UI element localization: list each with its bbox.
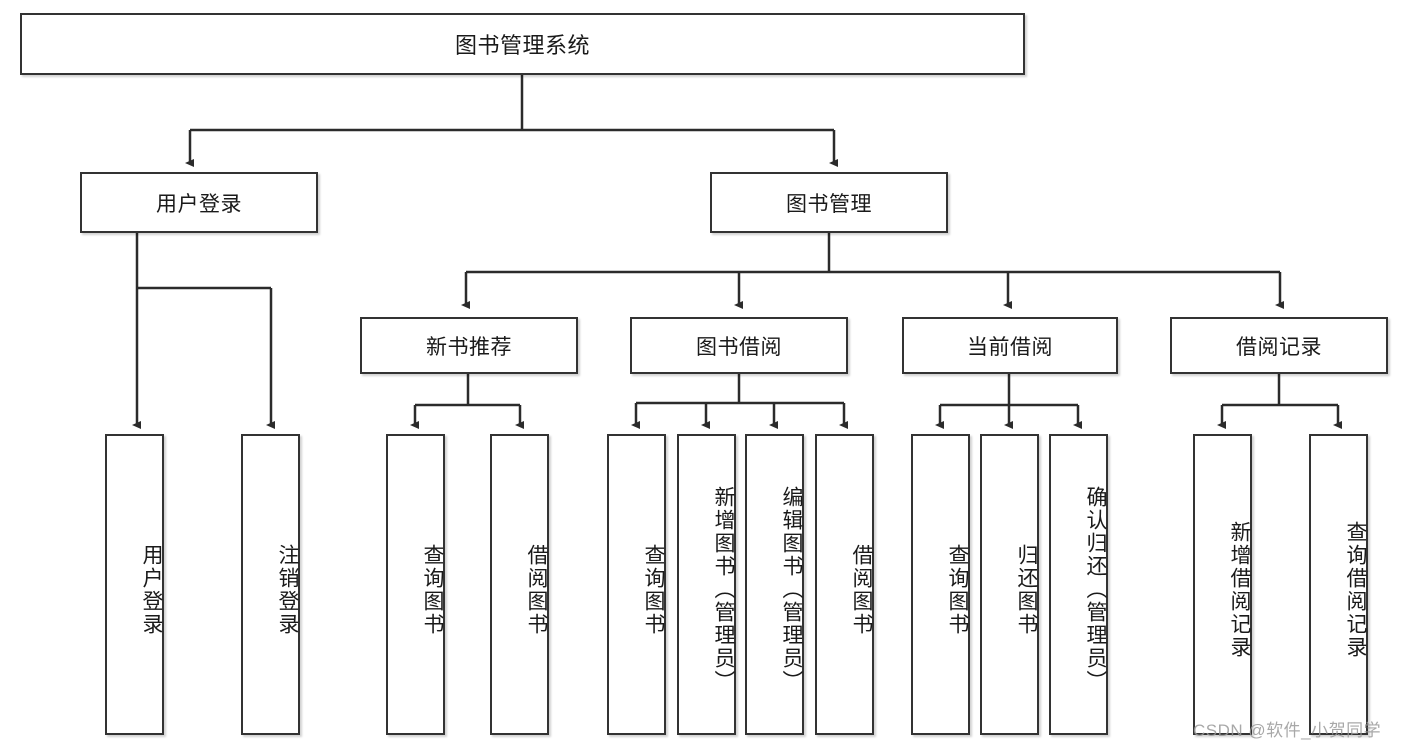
csdn-watermark: CSDN @软件_小贺同学 xyxy=(1193,721,1382,740)
node-current-borrow[interactable]: 当前借阅 xyxy=(902,317,1118,374)
node-leaf-newbook-borrow-book[interactable]: 借阅图书 xyxy=(490,434,549,735)
node-book-manage-label: 图书管理 xyxy=(786,192,872,216)
node-leaf-bookborrow-add-book[interactable]: 新增图书（管理员） xyxy=(677,434,736,735)
node-book-borrow[interactable]: 图书借阅 xyxy=(630,317,848,374)
leaf-label: 确认归还（管理员） xyxy=(1084,486,1107,693)
node-leaf-user-login-logout[interactable]: 注销登录 xyxy=(241,434,300,735)
node-book-manage[interactable]: 图书管理 xyxy=(710,172,948,233)
node-leaf-newbook-query-book[interactable]: 查询图书 xyxy=(386,434,445,735)
leaf-label: 用户登录 xyxy=(140,543,163,636)
leaf-label: 借阅图书 xyxy=(525,543,548,636)
leaf-label: 归还图书 xyxy=(1015,543,1038,636)
node-root-system[interactable]: 图书管理系统 xyxy=(20,13,1025,75)
leaf-label: 新增图书（管理员） xyxy=(712,486,735,693)
node-borrow-record[interactable]: 借阅记录 xyxy=(1170,317,1388,374)
node-leaf-currentborrow-return-book[interactable]: 归还图书 xyxy=(980,434,1039,735)
node-user-login-label: 用户登录 xyxy=(156,192,242,216)
leaf-label: 新增借阅记录 xyxy=(1228,520,1251,659)
node-leaf-currentborrow-confirm-return[interactable]: 确认归还（管理员） xyxy=(1049,434,1108,735)
leaf-label: 编辑图书（管理员） xyxy=(780,486,803,693)
node-new-book-recommend-label: 新书推荐 xyxy=(426,335,512,359)
node-leaf-user-login-login[interactable]: 用户登录 xyxy=(105,434,164,735)
node-leaf-bookborrow-borrow-book[interactable]: 借阅图书 xyxy=(815,434,874,735)
node-leaf-borrowrecord-add-record[interactable]: 新增借阅记录 xyxy=(1193,434,1252,735)
node-leaf-currentborrow-query-book[interactable]: 查询图书 xyxy=(911,434,970,735)
node-new-book-recommend[interactable]: 新书推荐 xyxy=(360,317,578,374)
node-root-label: 图书管理系统 xyxy=(454,33,590,58)
node-leaf-borrowrecord-query-record[interactable]: 查询借阅记录 xyxy=(1309,434,1368,735)
node-leaf-bookborrow-edit-book[interactable]: 编辑图书（管理员） xyxy=(745,434,804,735)
node-leaf-bookborrow-query-book[interactable]: 查询图书 xyxy=(607,434,666,735)
node-user-login[interactable]: 用户登录 xyxy=(80,172,318,233)
leaf-label: 注销登录 xyxy=(276,543,299,636)
node-borrow-record-label: 借阅记录 xyxy=(1236,335,1322,359)
node-current-borrow-label: 当前借阅 xyxy=(967,335,1053,359)
node-book-borrow-label: 图书借阅 xyxy=(696,335,782,359)
leaf-label: 查询图书 xyxy=(642,543,665,636)
leaf-label: 借阅图书 xyxy=(850,543,873,636)
leaf-label: 查询图书 xyxy=(946,543,969,636)
leaf-label: 查询借阅记录 xyxy=(1344,520,1367,659)
leaf-label: 查询图书 xyxy=(421,543,444,636)
